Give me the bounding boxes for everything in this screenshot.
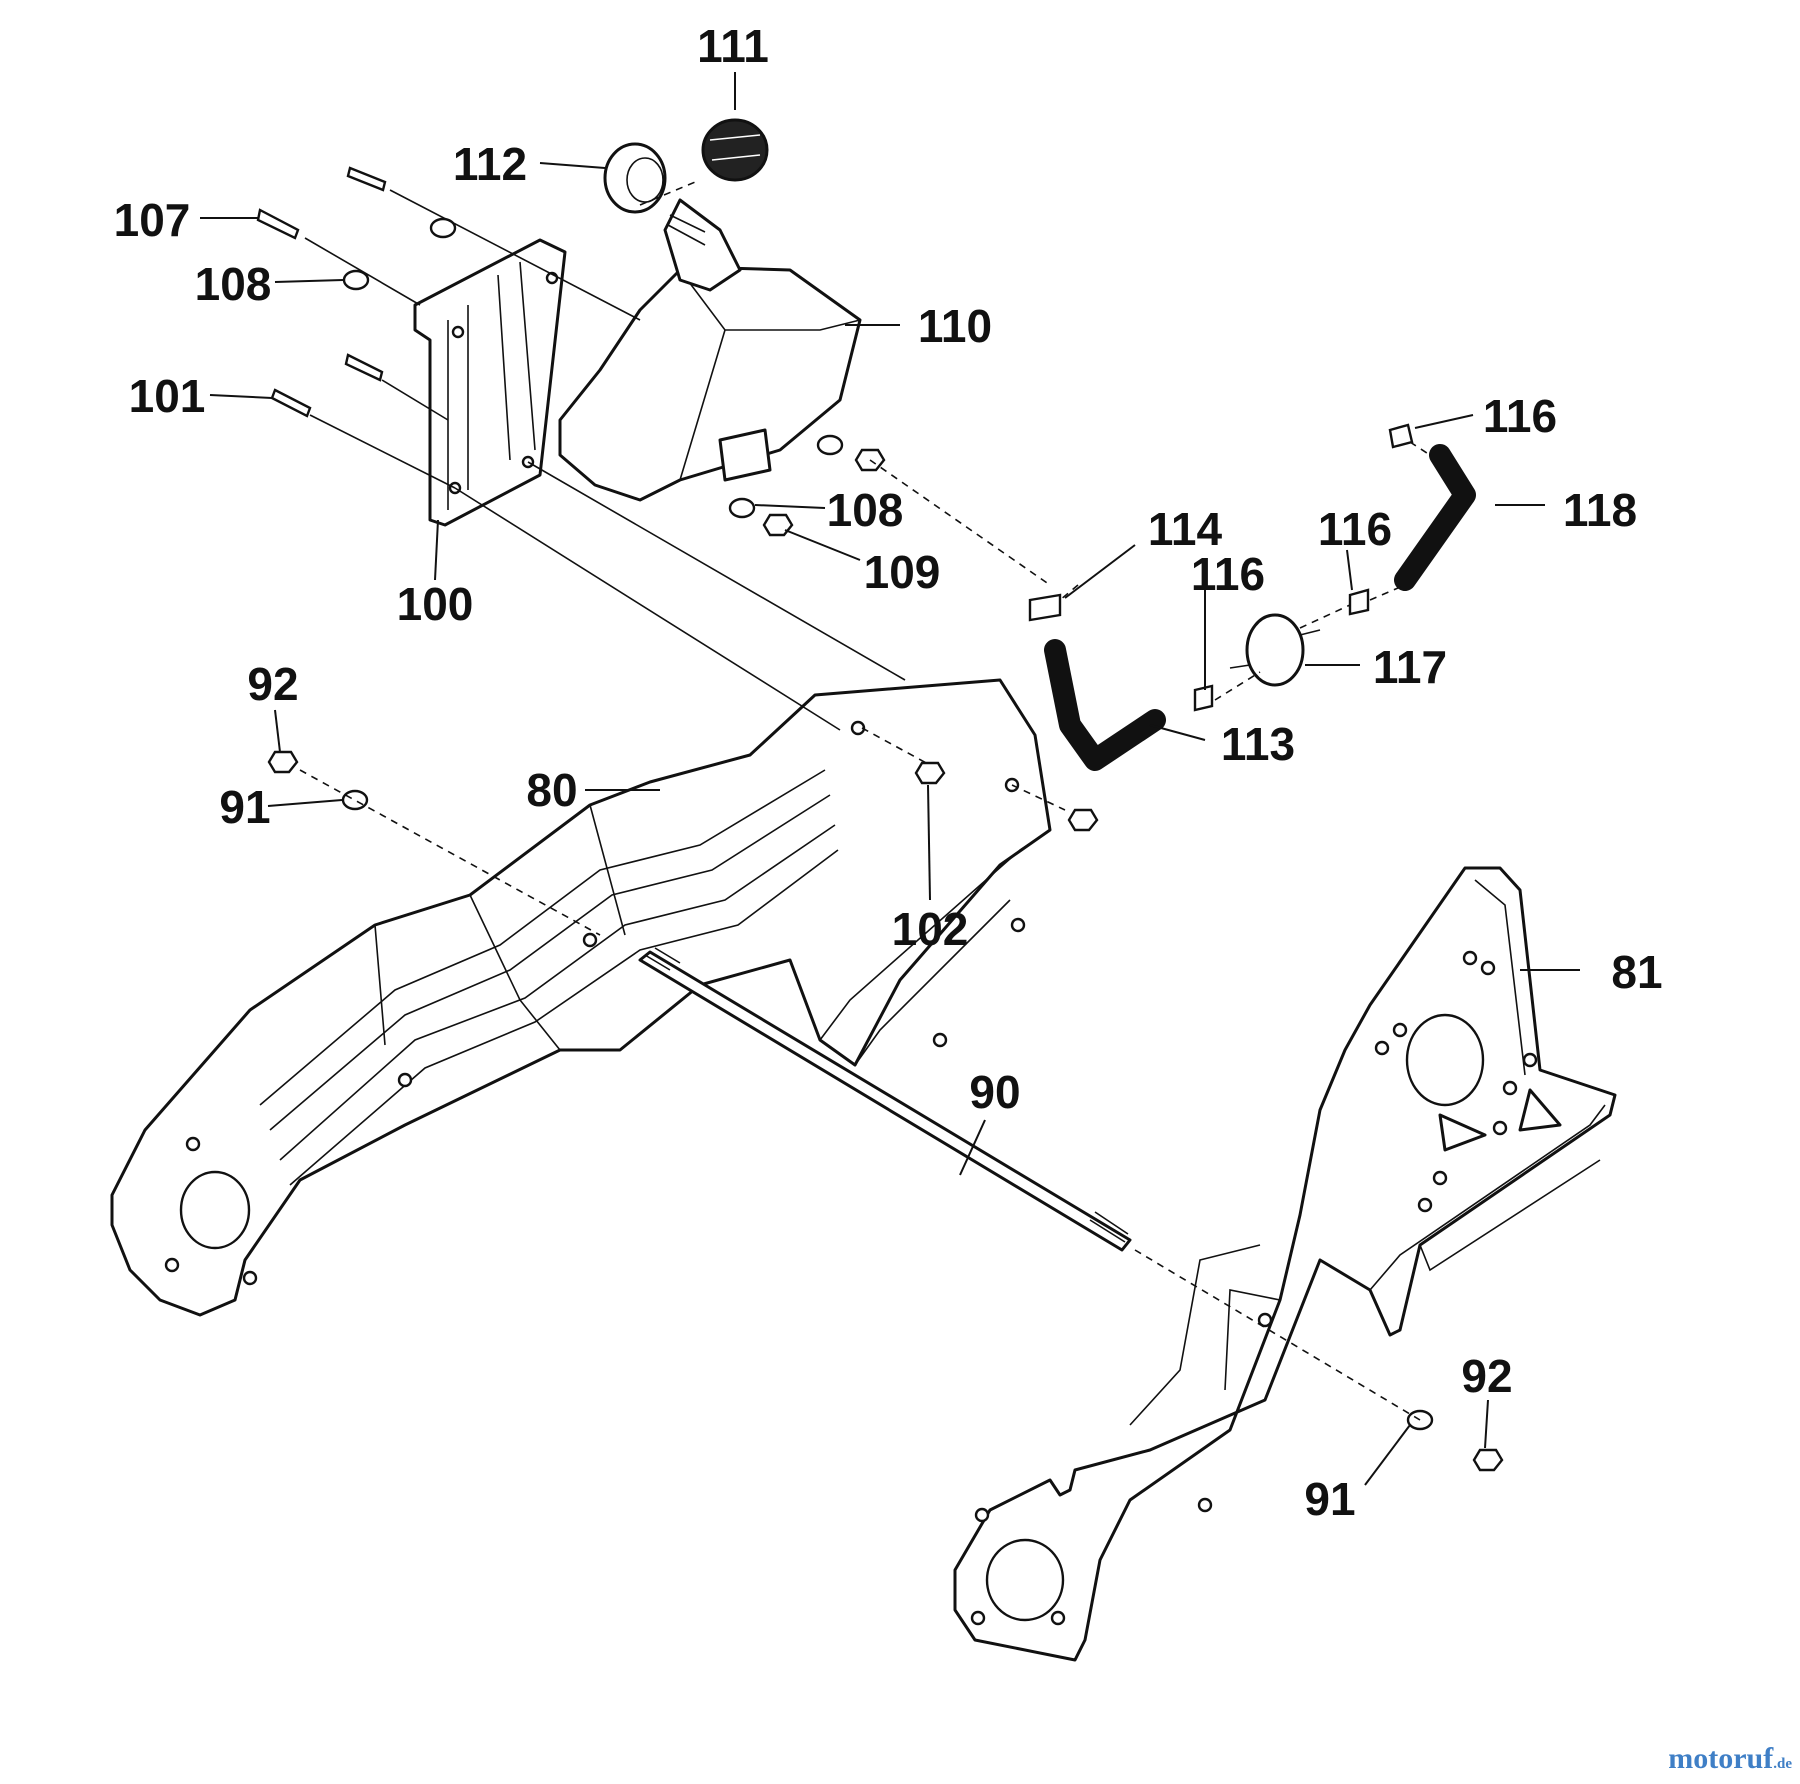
callout-80: 80 (526, 764, 577, 816)
watermark-brand: motoruf (1668, 1742, 1774, 1775)
tie-rod (638, 947, 1132, 1252)
side-frame-left (110, 678, 1052, 1317)
watermark-suffix: .de (1773, 1756, 1792, 1772)
leader-lines (200, 72, 1580, 1486)
callout-92: 92 (1461, 1350, 1512, 1402)
callout-109: 109 (864, 546, 941, 598)
callout-111: 111 (697, 20, 769, 72)
watermark-logo: motoruf.de (1668, 1742, 1792, 1776)
fuel-tank (558, 198, 862, 502)
callout-101: 101 (129, 370, 206, 422)
callout-118: 118 (1563, 484, 1637, 536)
callout-81: 81 (1611, 946, 1662, 998)
callout-116: 116 (1318, 503, 1392, 555)
filter-screen (701, 118, 769, 182)
assembly-guides (299, 179, 1431, 1421)
callout-114: 114 (1148, 503, 1223, 555)
callout-116: 116 (1483, 390, 1557, 442)
callout-91: 91 (1304, 1473, 1355, 1525)
callout-92: 92 (247, 658, 298, 710)
fuel-line (1028, 423, 1476, 771)
side-frame-right (953, 866, 1617, 1662)
callout-117: 117 (1373, 641, 1447, 693)
callout-102: 102 (892, 903, 969, 955)
callout-116: 116 (1191, 548, 1265, 600)
callout-100: 100 (397, 578, 474, 630)
callout-112: 112 (453, 138, 527, 190)
callout-90: 90 (969, 1066, 1020, 1118)
mounting-bracket (413, 238, 567, 527)
callout-110: 110 (918, 300, 992, 352)
callout-113: 113 (1221, 718, 1295, 770)
callout-107: 107 (114, 194, 191, 246)
callout-91: 91 (219, 781, 270, 833)
callout-labels: 111 112 107 108 110 101 116 108 118 114 … (114, 20, 1663, 1525)
callout-108: 108 (827, 484, 904, 536)
tank-cap (603, 142, 667, 214)
callout-108: 108 (195, 258, 272, 310)
